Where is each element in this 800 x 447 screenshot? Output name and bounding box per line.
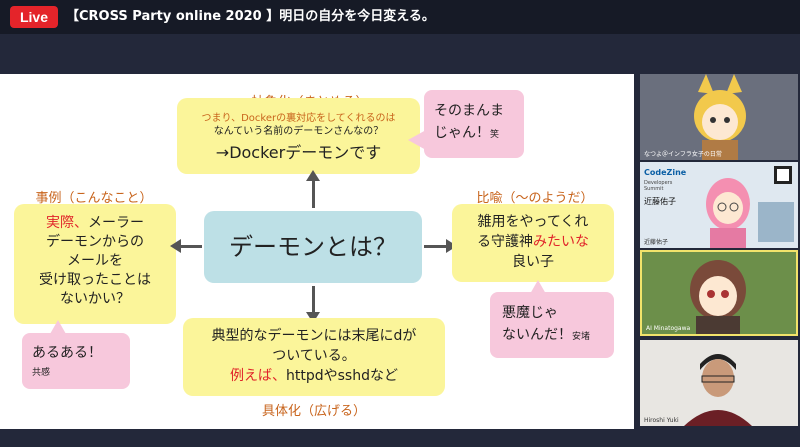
top-note-tail bbox=[408, 130, 426, 150]
left-line-5: ないかい？ bbox=[60, 291, 130, 307]
arrow-down-head bbox=[306, 312, 320, 323]
right-line-3: 良い子 bbox=[512, 254, 554, 270]
participant-name-2: 近藤佑子 bbox=[644, 239, 669, 246]
participant-camera-4[interactable]: Hiroshi Yuki bbox=[640, 340, 798, 426]
presentation-slide: 抽象化（まとめる） つまり、Dockerの裏対応をしてくれるのは なんていう名前… bbox=[0, 74, 634, 429]
bottom-line-2: ついている。 bbox=[272, 348, 356, 364]
right-box: 雑用をやってくれ る守護神みたいな 良い子 bbox=[452, 204, 614, 282]
participant-camera-1[interactable]: なつよ＠インフラ女子の日常 bbox=[640, 74, 798, 160]
stream-title: 【CROSS Party online 2020 】明日の自分を今日変える。 bbox=[66, 9, 435, 24]
top-bar: Live 【CROSS Party online 2020 】明日の自分を今日変… bbox=[0, 0, 800, 34]
left-note: あるある！ 共感 bbox=[22, 333, 130, 389]
bottom-red: 例えば、 bbox=[230, 368, 286, 384]
top-note: そのまんま じゃん！笑 bbox=[424, 90, 524, 158]
arrow-down bbox=[312, 286, 315, 316]
right-line-2: る守護神 bbox=[477, 234, 533, 250]
right-note-small: 安堵 bbox=[572, 332, 591, 342]
participant-name-1: なつよ＠インフラ女子の日常 bbox=[644, 151, 722, 158]
left-red: 実際、 bbox=[46, 215, 88, 231]
left-caption: 事例（こんなこと） bbox=[35, 191, 153, 206]
bottom-line-1: 典型的なデーモンには末尾にdが bbox=[211, 328, 417, 344]
avatar-brown-hair-icon bbox=[690, 260, 746, 334]
left-line-1: メーラー bbox=[88, 215, 144, 231]
right-caption: 比喩（～のようだ） bbox=[476, 191, 594, 206]
arrow-right-head bbox=[446, 239, 457, 253]
right-note: 悪魔じゃ ないんだ！安堵 bbox=[490, 292, 614, 358]
avatar-pink-hair-icon bbox=[706, 166, 794, 248]
bottom-line-3: httpdやsshdなど bbox=[286, 368, 398, 384]
left-line-3: メールを bbox=[67, 253, 123, 269]
right-note-line-2: ないんだ！ bbox=[502, 327, 572, 343]
left-line-4: 受け取ったことは bbox=[39, 272, 151, 288]
sponsor-sub: Developers Summit bbox=[644, 180, 673, 192]
right-line-1: 雑用をやってくれ bbox=[477, 214, 589, 230]
left-note-tail bbox=[50, 320, 66, 334]
left-note-small: 共感 bbox=[32, 368, 51, 378]
person-icon bbox=[640, 340, 798, 426]
sponsor-name: 近藤佑子 bbox=[644, 197, 676, 206]
top-line-1: つまり、Dockerの裏対応をしてくれるのは bbox=[201, 113, 396, 124]
participant-camera-2[interactable]: CodeZine Developers Summit 近藤佑子 近藤佑子 bbox=[640, 162, 798, 248]
right-note-line-1: 悪魔じゃ bbox=[502, 305, 558, 321]
top-line-2: なんていう名前のデーモンさんなの？ bbox=[213, 126, 384, 137]
bottom-caption: 具体化（広げる） bbox=[261, 404, 366, 419]
arrow-left-head bbox=[170, 239, 181, 253]
sponsor-brand: CodeZine bbox=[644, 168, 687, 177]
top-note-line-2: じゃん！ bbox=[434, 125, 490, 141]
top-line-3: →Dockerデーモンです bbox=[215, 143, 382, 162]
left-box: 実際、メーラー デーモンからの メールを 受け取ったことは ないかい？ bbox=[14, 204, 176, 324]
arrow-up-head bbox=[306, 170, 320, 181]
bottom-box: 典型的なデーモンには末尾にdが ついている。 例えば、httpdやsshdなど bbox=[183, 318, 445, 396]
right-red: みたいな bbox=[533, 234, 589, 250]
center-box: デーモンとは？ bbox=[204, 211, 422, 283]
participant-name-3: AI Minatogawa bbox=[646, 325, 691, 332]
top-note-line-1: そのまんま bbox=[434, 103, 504, 119]
participant-camera-3[interactable]: AI Minatogawa bbox=[640, 250, 798, 336]
participant-name-4: Hiroshi Yuki bbox=[644, 417, 679, 424]
arrow-right bbox=[424, 245, 448, 248]
participant-panel: なつよ＠インフラ女子の日常 CodeZine Developers Summit… bbox=[638, 74, 800, 434]
right-note-tail bbox=[530, 280, 546, 294]
top-note-small: 笑 bbox=[490, 130, 500, 140]
top-box: つまり、Dockerの裏対応をしてくれるのは なんていう名前のデーモンさんなの？… bbox=[177, 98, 420, 174]
left-line-2: デーモンからの bbox=[46, 234, 144, 250]
arrow-up bbox=[312, 178, 315, 208]
avatar-fox-icon bbox=[694, 74, 746, 160]
left-note-line-1: あるある！ bbox=[32, 345, 102, 361]
live-badge: Live bbox=[10, 6, 58, 28]
arrow-left bbox=[178, 245, 202, 248]
